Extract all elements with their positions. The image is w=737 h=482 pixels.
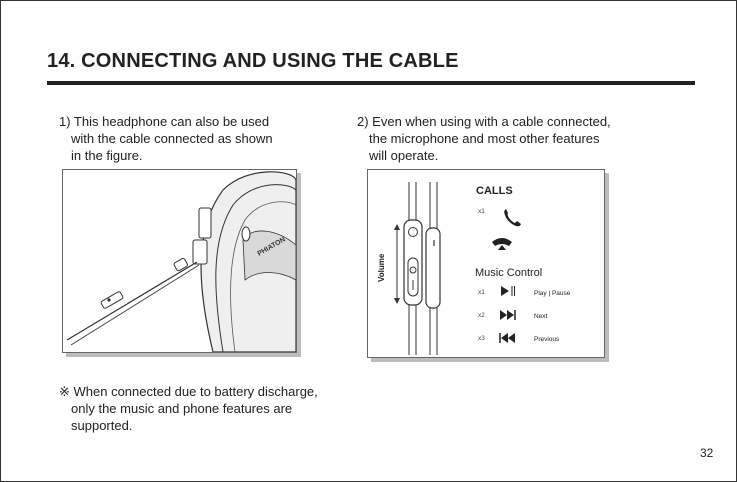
instruction-1: 1) This headphone can also be used with … — [59, 113, 273, 164]
note-line: only the music and phone features are — [71, 401, 293, 416]
music-label: Play | Pause — [534, 290, 571, 297]
remote-illustration — [394, 182, 521, 355]
instruction-1-line: 1) This headphone can also be used — [59, 114, 270, 129]
volume-label: Volume — [377, 253, 386, 282]
instruction-1-line: with the cable connected as shown — [71, 131, 273, 146]
instruction-2-line: 2) Even when using with a cable connecte… — [357, 114, 611, 129]
note-line: supported. — [71, 418, 133, 433]
music-label: Previous — [534, 336, 560, 343]
instruction-2-line: the microphone and most other features — [369, 131, 600, 146]
instruction-1-line: in the figure. — [71, 148, 143, 163]
music-count: x1 — [478, 289, 485, 296]
headphone-cable-figure: PHIATON — [62, 169, 297, 353]
music-label: Next — [534, 313, 548, 320]
play-pause-icon — [501, 286, 509, 296]
music-count: x3 — [478, 335, 485, 342]
battery-note: ※ When connected due to battery discharg… — [59, 383, 318, 434]
next-track-icon — [500, 310, 514, 320]
page-title: 14. CONNECTING AND USING THE CABLE — [47, 50, 459, 72]
title-underline — [47, 81, 695, 85]
calls-title: CALLS — [476, 185, 513, 197]
headphone-illustration: PHIATON — [66, 171, 296, 352]
page-number: 32 — [700, 446, 714, 460]
music-count: x2 — [478, 312, 485, 319]
remote-control-figure: Volume CALLS x1 Music Control x1 Play | … — [367, 169, 605, 358]
note-line: ※ When connected due to battery discharg… — [59, 384, 318, 399]
answer-call-icon — [504, 209, 521, 227]
music-control-title: Music Control — [475, 267, 543, 279]
previous-track-icon — [501, 333, 515, 343]
calls-count: x1 — [478, 208, 485, 215]
instruction-2: 2) Even when using with a cable connecte… — [357, 113, 611, 164]
instruction-2-line: will operate. — [369, 148, 439, 163]
end-call-icon — [492, 238, 512, 246]
